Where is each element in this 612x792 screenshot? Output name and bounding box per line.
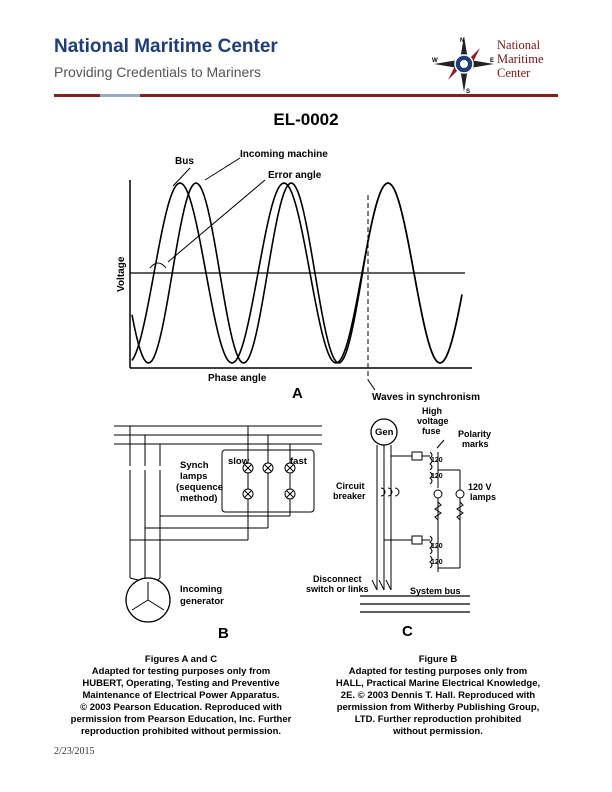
figure-c-letter: C: [402, 623, 413, 640]
label-synch-2: lamps: [180, 471, 207, 482]
logo-line-2: Maritime: [497, 52, 544, 66]
error-bracket: [149, 262, 167, 269]
label-hv-2: voltage: [417, 416, 449, 426]
label-lamps-1: 120 V: [468, 482, 492, 492]
resistor-2: [456, 501, 464, 521]
caption-right-line: permission from Witherby Publishing Grou…: [336, 702, 540, 713]
label-bus: Bus: [175, 156, 194, 167]
header-divider-accent: [100, 94, 140, 97]
label-incoming-2: generator: [180, 596, 224, 607]
label-phase: Phase angle: [208, 373, 267, 384]
synch-lamps: [242, 462, 296, 500]
incoming-leader: [204, 157, 241, 181]
caption-left-line: permission from Pearson Education, Inc. …: [70, 714, 292, 725]
footer-date: 2/23/2015: [54, 746, 95, 757]
caption-left-line: reproduction prohibited without permissi…: [80, 726, 282, 737]
header-divider: [54, 94, 558, 97]
caption-right: Figure B Adapted for testing purposes on…: [318, 654, 558, 738]
caption-left-line: Maintenance of Electrical Power Apparatu…: [82, 690, 280, 701]
label-hv-1: High: [422, 406, 442, 416]
caption-right-line: without permission.: [393, 726, 483, 737]
header-title: National Maritime Center: [54, 36, 278, 57]
c-lamp-2-icon: [455, 489, 465, 499]
incoming-waveform: [131, 182, 463, 364]
figure-a: [129, 157, 472, 391]
label-polarity-2: marks: [462, 439, 489, 449]
label-incoming-1: Incoming: [180, 584, 222, 595]
caption-right-line: Adapted for testing purposes only from: [348, 666, 528, 677]
generator-symbol: [125, 577, 171, 623]
caption-left: Figures A and C Adapted for testing purp…: [56, 654, 306, 738]
caption-right-line: 2E. © 2003 Dennis T. Hall. Reproduced wi…: [340, 690, 536, 701]
header-subtitle: Providing Credentials to Mariners: [54, 64, 261, 80]
resistor-1: [434, 501, 442, 521]
logo-text: National Maritime Center: [497, 38, 544, 80]
label-synch-4: method): [180, 493, 217, 504]
compass-n: N: [460, 38, 464, 44]
pt-coil-2: [429, 535, 433, 569]
label-cb-1: Circuit: [336, 481, 365, 491]
bus-leader: [172, 167, 191, 187]
synch-lamp-box: [221, 449, 315, 513]
logo-line-1: National: [497, 38, 541, 52]
sync-leader: [367, 379, 376, 391]
compass-s: S: [466, 89, 470, 94]
caption-left-line: HUBERT, Operating, Testing and Preventiv…: [82, 678, 280, 689]
caption-left-line: © 2003 Pearson Education. Reproduced wit…: [80, 702, 282, 713]
compass-logo-icon: N S W E: [432, 36, 494, 94]
label-error: Error angle: [268, 170, 322, 181]
caption-left-title: Figures A and C: [144, 654, 218, 665]
logo-line-3: Center: [497, 66, 531, 80]
label-slow: slow: [228, 456, 250, 467]
label-synch-1: Synch: [180, 460, 209, 471]
c-lamps: [433, 489, 465, 499]
compass-w: W: [432, 58, 438, 64]
label-polarity-1: Polarity: [458, 429, 491, 439]
caption-right-line: LTD. Further reproduction prohibited: [354, 714, 522, 725]
c-lamp-1-icon: [433, 489, 443, 499]
figure-c: [360, 418, 470, 613]
label-disconnect-2: switch or links: [306, 584, 369, 594]
label-cb-2: breaker: [333, 491, 366, 501]
document-id: EL-0002: [273, 110, 339, 129]
error-leader: [167, 179, 266, 263]
compass-e: E: [490, 58, 494, 64]
pt-coil-1: [429, 451, 433, 485]
label-incoming: Incoming machine: [240, 149, 328, 160]
label-synch-3: (sequence: [176, 482, 223, 493]
hv-fuse-1: [411, 451, 423, 461]
label-voltage: Voltage: [116, 256, 127, 292]
label-lamps-2: lamps: [470, 492, 496, 502]
label-gen: Gen: [375, 427, 394, 438]
caption-right-title: Figure B: [418, 654, 458, 665]
label-disconnect-1: Disconnect: [313, 574, 362, 584]
figure-b-letter: B: [218, 625, 229, 642]
label-hv-3: fuse: [422, 426, 441, 436]
label-120-a: 120: [431, 457, 443, 464]
label-120-b: 120: [431, 473, 443, 480]
label-fast: fast: [290, 456, 308, 467]
label-120-c: 120: [431, 543, 443, 550]
figure-b: [114, 425, 322, 623]
caption-right-line: HALL, Practical Marine Electrical Knowle…: [335, 678, 541, 689]
label-system-bus: System bus: [410, 586, 461, 596]
caption-left-line: Adapted for testing purposes only from: [91, 666, 271, 677]
label-120-d: 120: [431, 559, 443, 566]
label-sync: Waves in synchronism: [372, 392, 480, 403]
figure-a-letter: A: [292, 385, 303, 402]
hv-fuse-2: [411, 535, 423, 545]
